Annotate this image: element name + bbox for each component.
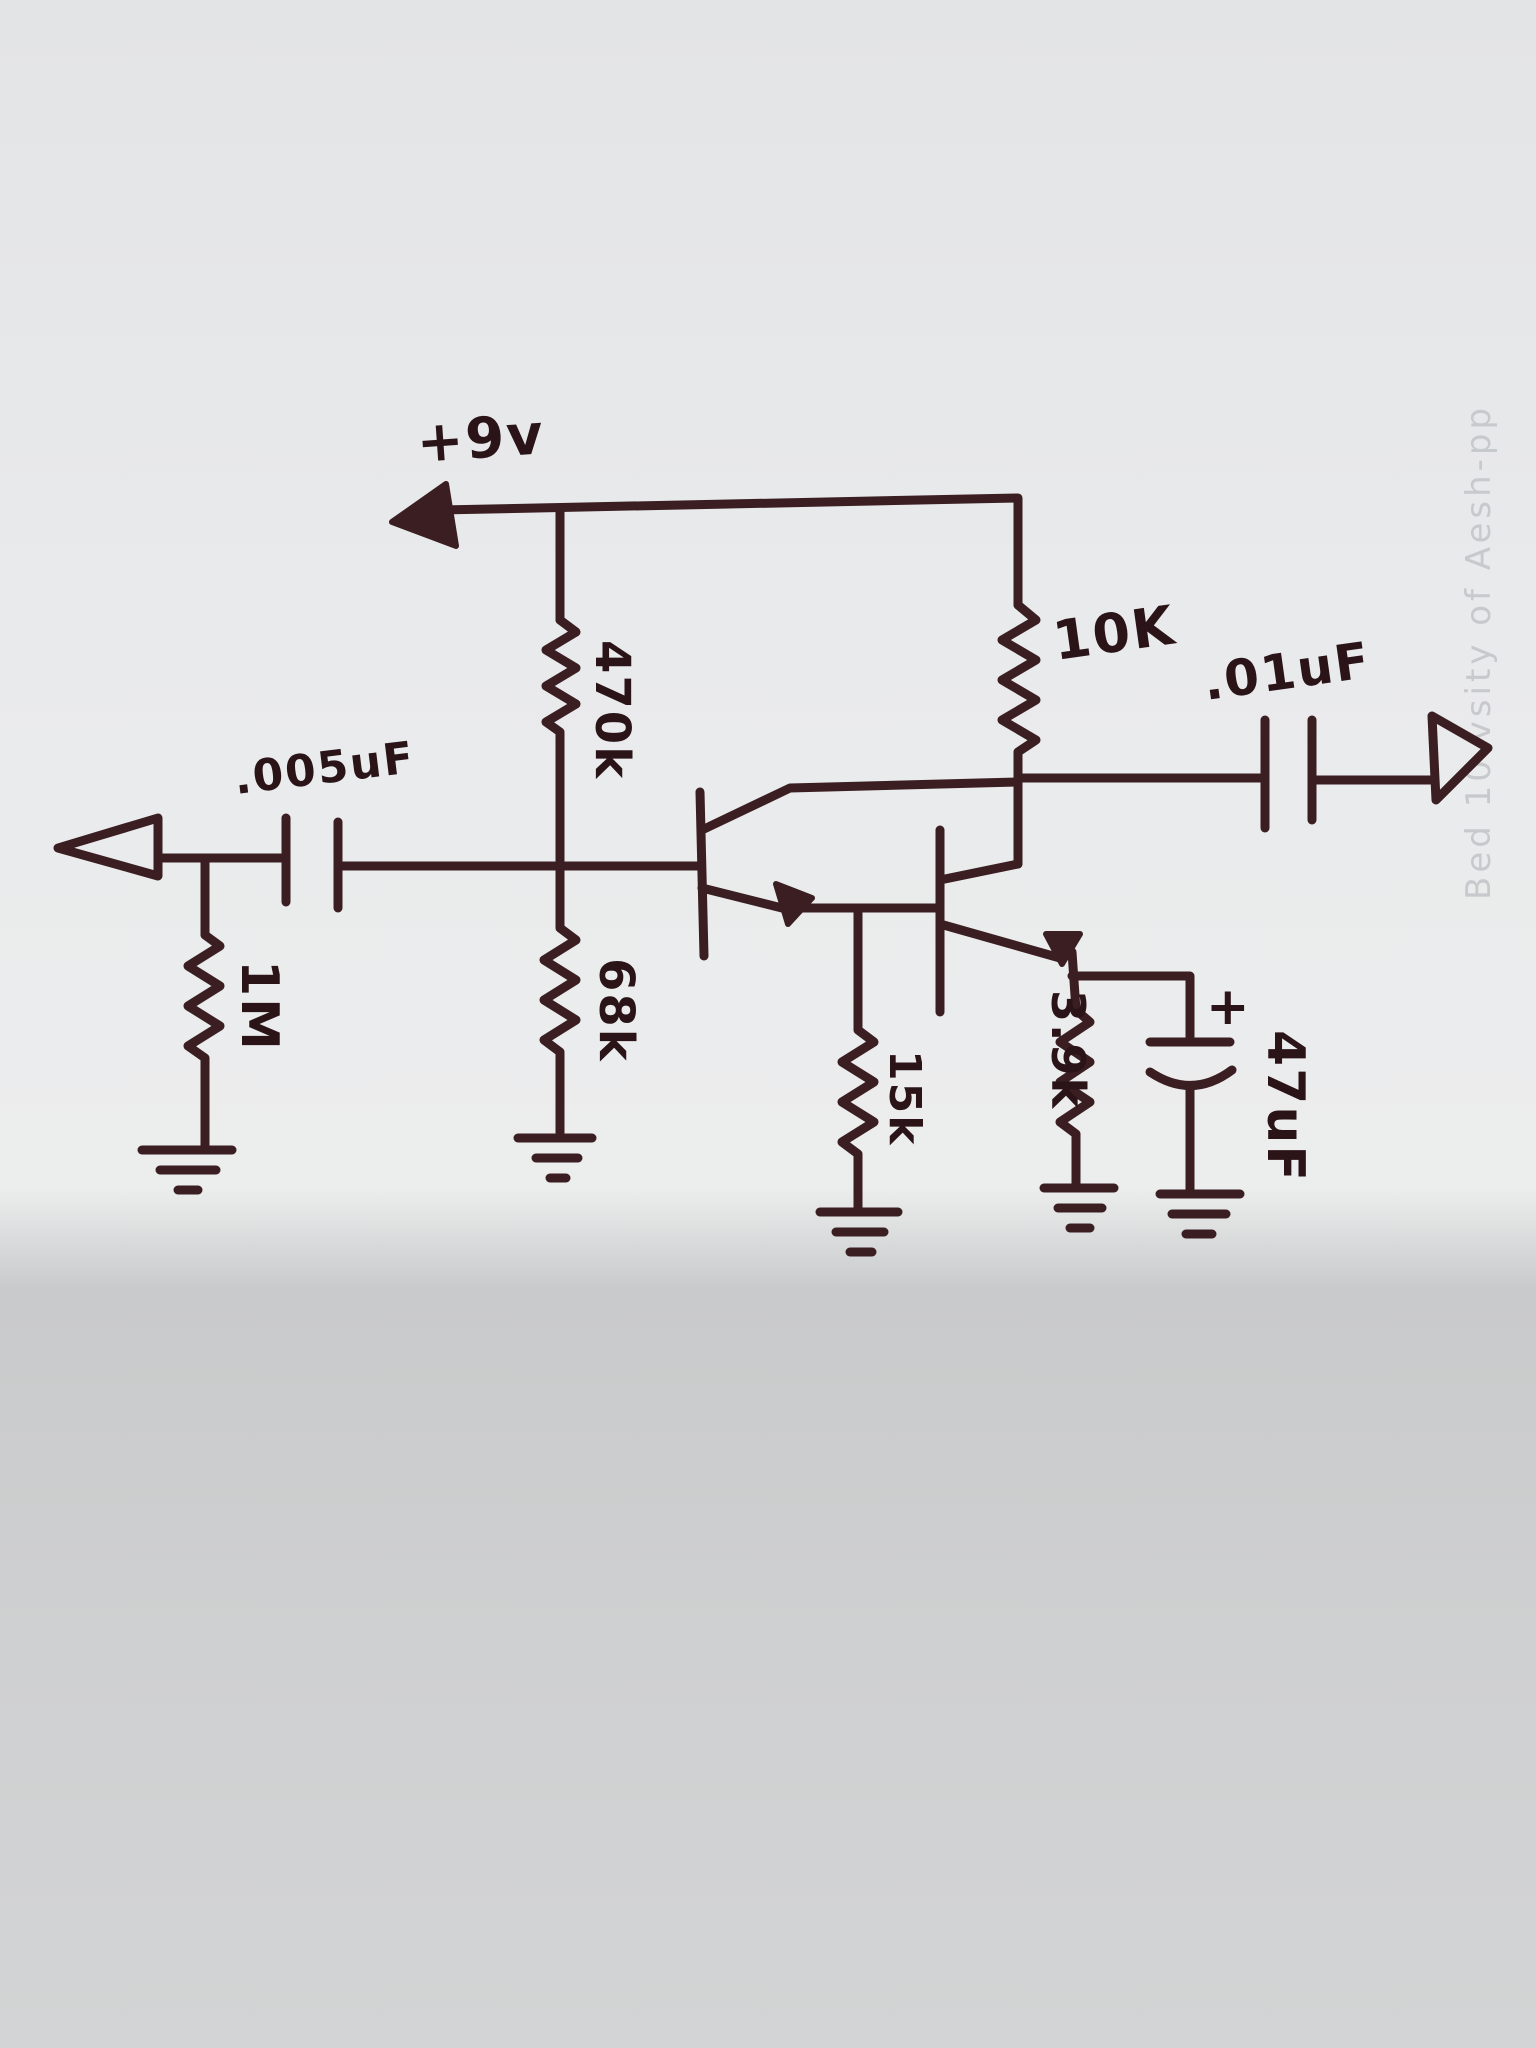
ground-3-9k: [1039, 1183, 1119, 1233]
supply-terminal: [389, 481, 459, 549]
label-005uf: .005uF: [231, 732, 418, 805]
capacitor-47uf: [1145, 1037, 1237, 1197]
label-47uf: 47uF: [1255, 1030, 1315, 1183]
supply-rail-wire: [435, 493, 1023, 610]
label-68k: 68k: [588, 958, 644, 1063]
ground-47uf: [1155, 1189, 1245, 1239]
capacitor-01uf: [1260, 715, 1317, 833]
resistor-10k: [997, 600, 1041, 869]
label-3-9k: 3.9k: [1041, 990, 1095, 1110]
transistor-q2: [935, 825, 1083, 1017]
ground-15k: [815, 1207, 903, 1257]
label-supply: +9v: [414, 402, 547, 476]
resistor-15k: [837, 903, 879, 1215]
output-terminal: [1427, 711, 1493, 805]
label-01uf: .01uF: [1200, 631, 1375, 712]
ground-1m: [137, 1145, 237, 1195]
label-1m: 1M: [229, 960, 289, 1052]
label-bypass-polarity: +: [1206, 977, 1252, 1037]
resistor-68k: [539, 861, 581, 1143]
bypass-wire: [1067, 971, 1195, 1045]
resistor-3-9k: [1055, 947, 1095, 1193]
bleed-through-text: Bed 10 vsity of Aesh-pp: [1459, 404, 1499, 900]
label-10k: 10K: [1049, 593, 1180, 673]
label-470k: 470k: [584, 640, 640, 780]
input-terminal: [53, 813, 163, 881]
label-15k: 15k: [879, 1050, 930, 1147]
ground-68k: [513, 1133, 597, 1183]
capacitor-005uf: [281, 813, 343, 913]
resistor-1m: [183, 853, 225, 1153]
resistor-470k: [541, 615, 581, 870]
